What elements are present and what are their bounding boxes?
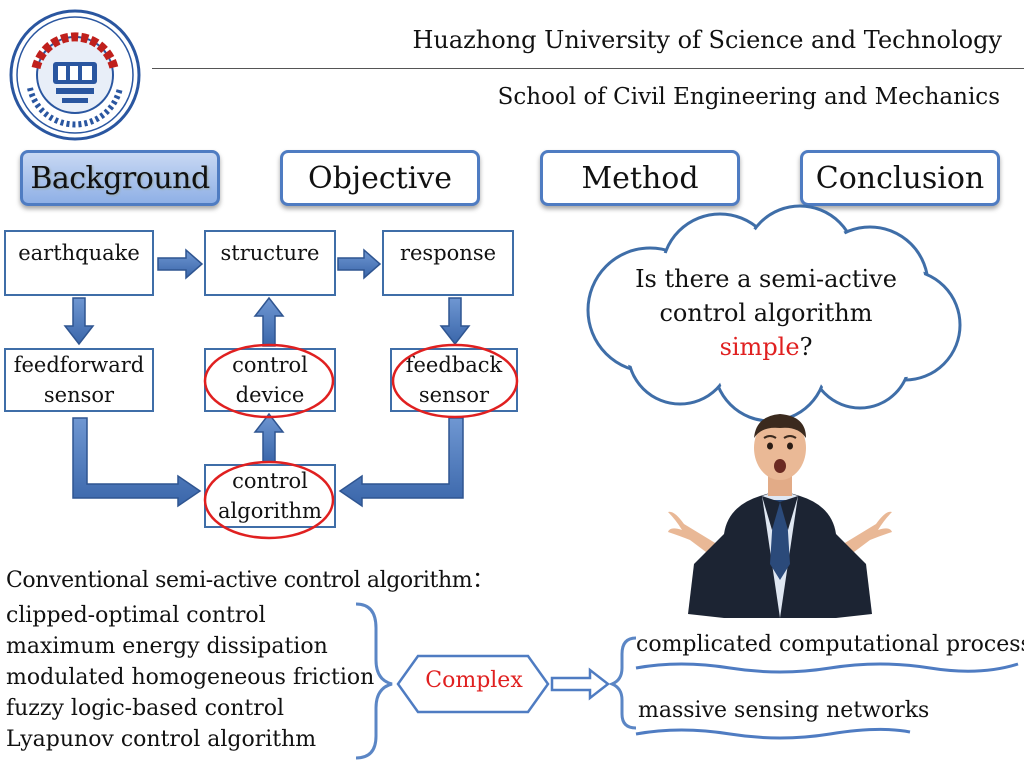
tab-objective[interactable]: Objective [280, 150, 480, 206]
feedforward-label-1: feedforward [13, 353, 145, 377]
arrow-to-reasons [550, 667, 611, 701]
header-divider [152, 68, 1024, 69]
arrow-feedforward-to-algorithm [72, 417, 202, 508]
control-algorithm-label-2: algorithm [218, 499, 322, 523]
arrow-structure-to-response [337, 248, 382, 280]
tab-method[interactable]: Method [540, 150, 740, 206]
question-line-2: control algorithm [659, 299, 873, 327]
question-highlight: simple [719, 333, 800, 361]
structure-label: structure [220, 241, 320, 265]
arrow-earthquake-to-structure [157, 248, 204, 280]
earthquake-box: earthquake [4, 230, 154, 296]
school-name: School of Civil Engineering and Mechanic… [497, 84, 1000, 110]
response-box: response [382, 230, 514, 296]
feedback-label-1: feedback [405, 353, 503, 377]
university-name: Huazhong University of Science and Techn… [412, 26, 1002, 54]
list-item: maximum energy dissipation [6, 634, 328, 659]
feedback-sensor-box: feedback sensor [390, 348, 518, 412]
control-device-box: control device [204, 348, 336, 412]
right-brace [607, 636, 637, 730]
control-device-label-1: control [232, 353, 308, 377]
reason-computational: complicated computational process [636, 632, 1024, 657]
university-seal-logo [9, 9, 141, 141]
arrow-response-to-feedback [439, 297, 471, 346]
feedback-label-2: sensor [418, 383, 490, 407]
arrow-algorithm-to-device [253, 412, 285, 463]
complex-label: Complex [425, 668, 523, 693]
question-mark: ? [799, 333, 813, 361]
response-label: response [399, 241, 497, 265]
tab-conclusion[interactable]: Conclusion [800, 150, 1000, 206]
tab-background[interactable]: Background [20, 150, 220, 206]
structure-box: structure [204, 230, 336, 296]
feedforward-sensor-box: feedforward sensor [4, 348, 154, 412]
algorithm-list: clipped-optimal control maximum energy d… [6, 600, 374, 755]
conventional-title: Conventional semi-active control algorit… [6, 568, 494, 593]
list-item: modulated homogeneous friction [6, 665, 375, 690]
earthquake-label: earthquake [18, 241, 140, 265]
list-item: Lyapunov control algorithm [6, 727, 317, 752]
underline-wave-2 [635, 727, 911, 740]
list-item: clipped-optimal control [6, 603, 266, 628]
list-item: fuzzy logic-based control [6, 696, 285, 721]
question-line-1: Is there a semi-active [635, 265, 897, 293]
reason-sensing: massive sensing networks [638, 698, 930, 723]
arrow-feedback-to-algorithm [338, 417, 464, 508]
feedforward-label-2: sensor [43, 383, 115, 407]
underline-wave-1 [635, 662, 1019, 674]
question-line-3: simple? [606, 330, 926, 364]
control-device-label-2: device [235, 383, 305, 407]
cloud-question: Is there a semi-active control algorithm… [606, 262, 926, 364]
surprised-man-illustration [668, 414, 892, 618]
arrow-earthquake-to-feedforward [63, 297, 95, 346]
control-algorithm-box: control algorithm [204, 464, 336, 528]
control-algorithm-label-1: control [232, 469, 308, 493]
arrow-device-to-structure [253, 296, 285, 347]
